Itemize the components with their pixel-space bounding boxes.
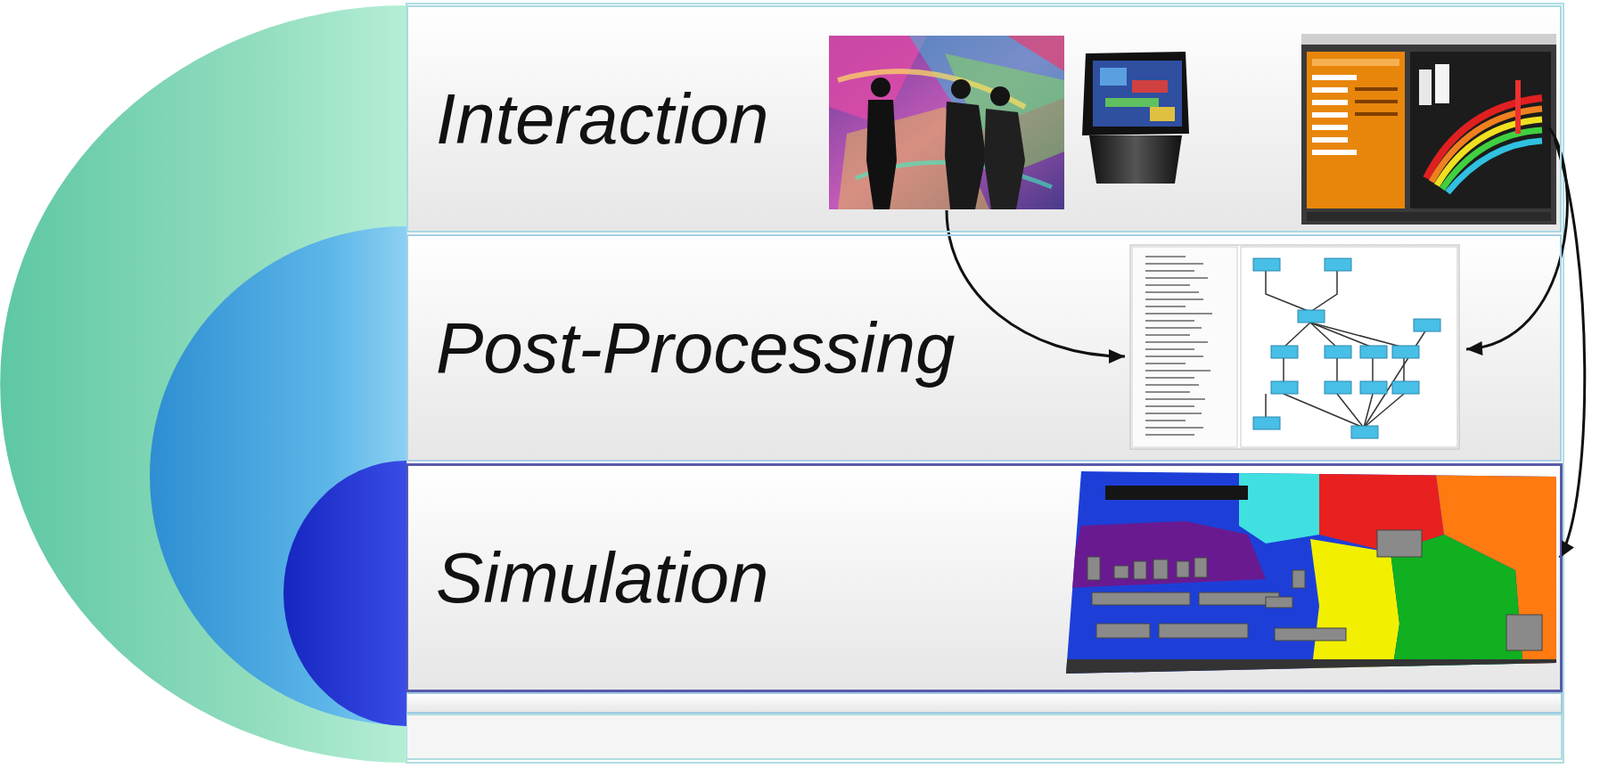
pipeline-editor-screenshot [1130, 245, 1460, 450]
arrow-head [1559, 540, 1575, 558]
layer-label: Post-Processing [435, 309, 955, 388]
layer-band: Simulation [406, 464, 1562, 692]
layer-band: Interaction [406, 5, 1562, 233]
cave-photo [828, 35, 1065, 210]
flow-arrow [946, 210, 1125, 364]
layer-band: Post-Processing [406, 234, 1562, 462]
layer-label: Simulation [435, 539, 770, 618]
simulation-floor [1060, 467, 1560, 682]
arrow-line [1466, 127, 1568, 350]
arrow-line [1554, 139, 1585, 558]
flow-arrow [1554, 139, 1585, 558]
web-interface-screenshot [1301, 33, 1557, 225]
flow-arrow [1466, 127, 1568, 356]
arrow-head [1108, 349, 1125, 364]
tabletop-device [1082, 51, 1190, 184]
layer-label: Interaction [435, 80, 770, 159]
outer-frame [406, 3, 1564, 764]
nested-semicircles [0, 5, 407, 764]
arrow-head [1466, 341, 1483, 356]
